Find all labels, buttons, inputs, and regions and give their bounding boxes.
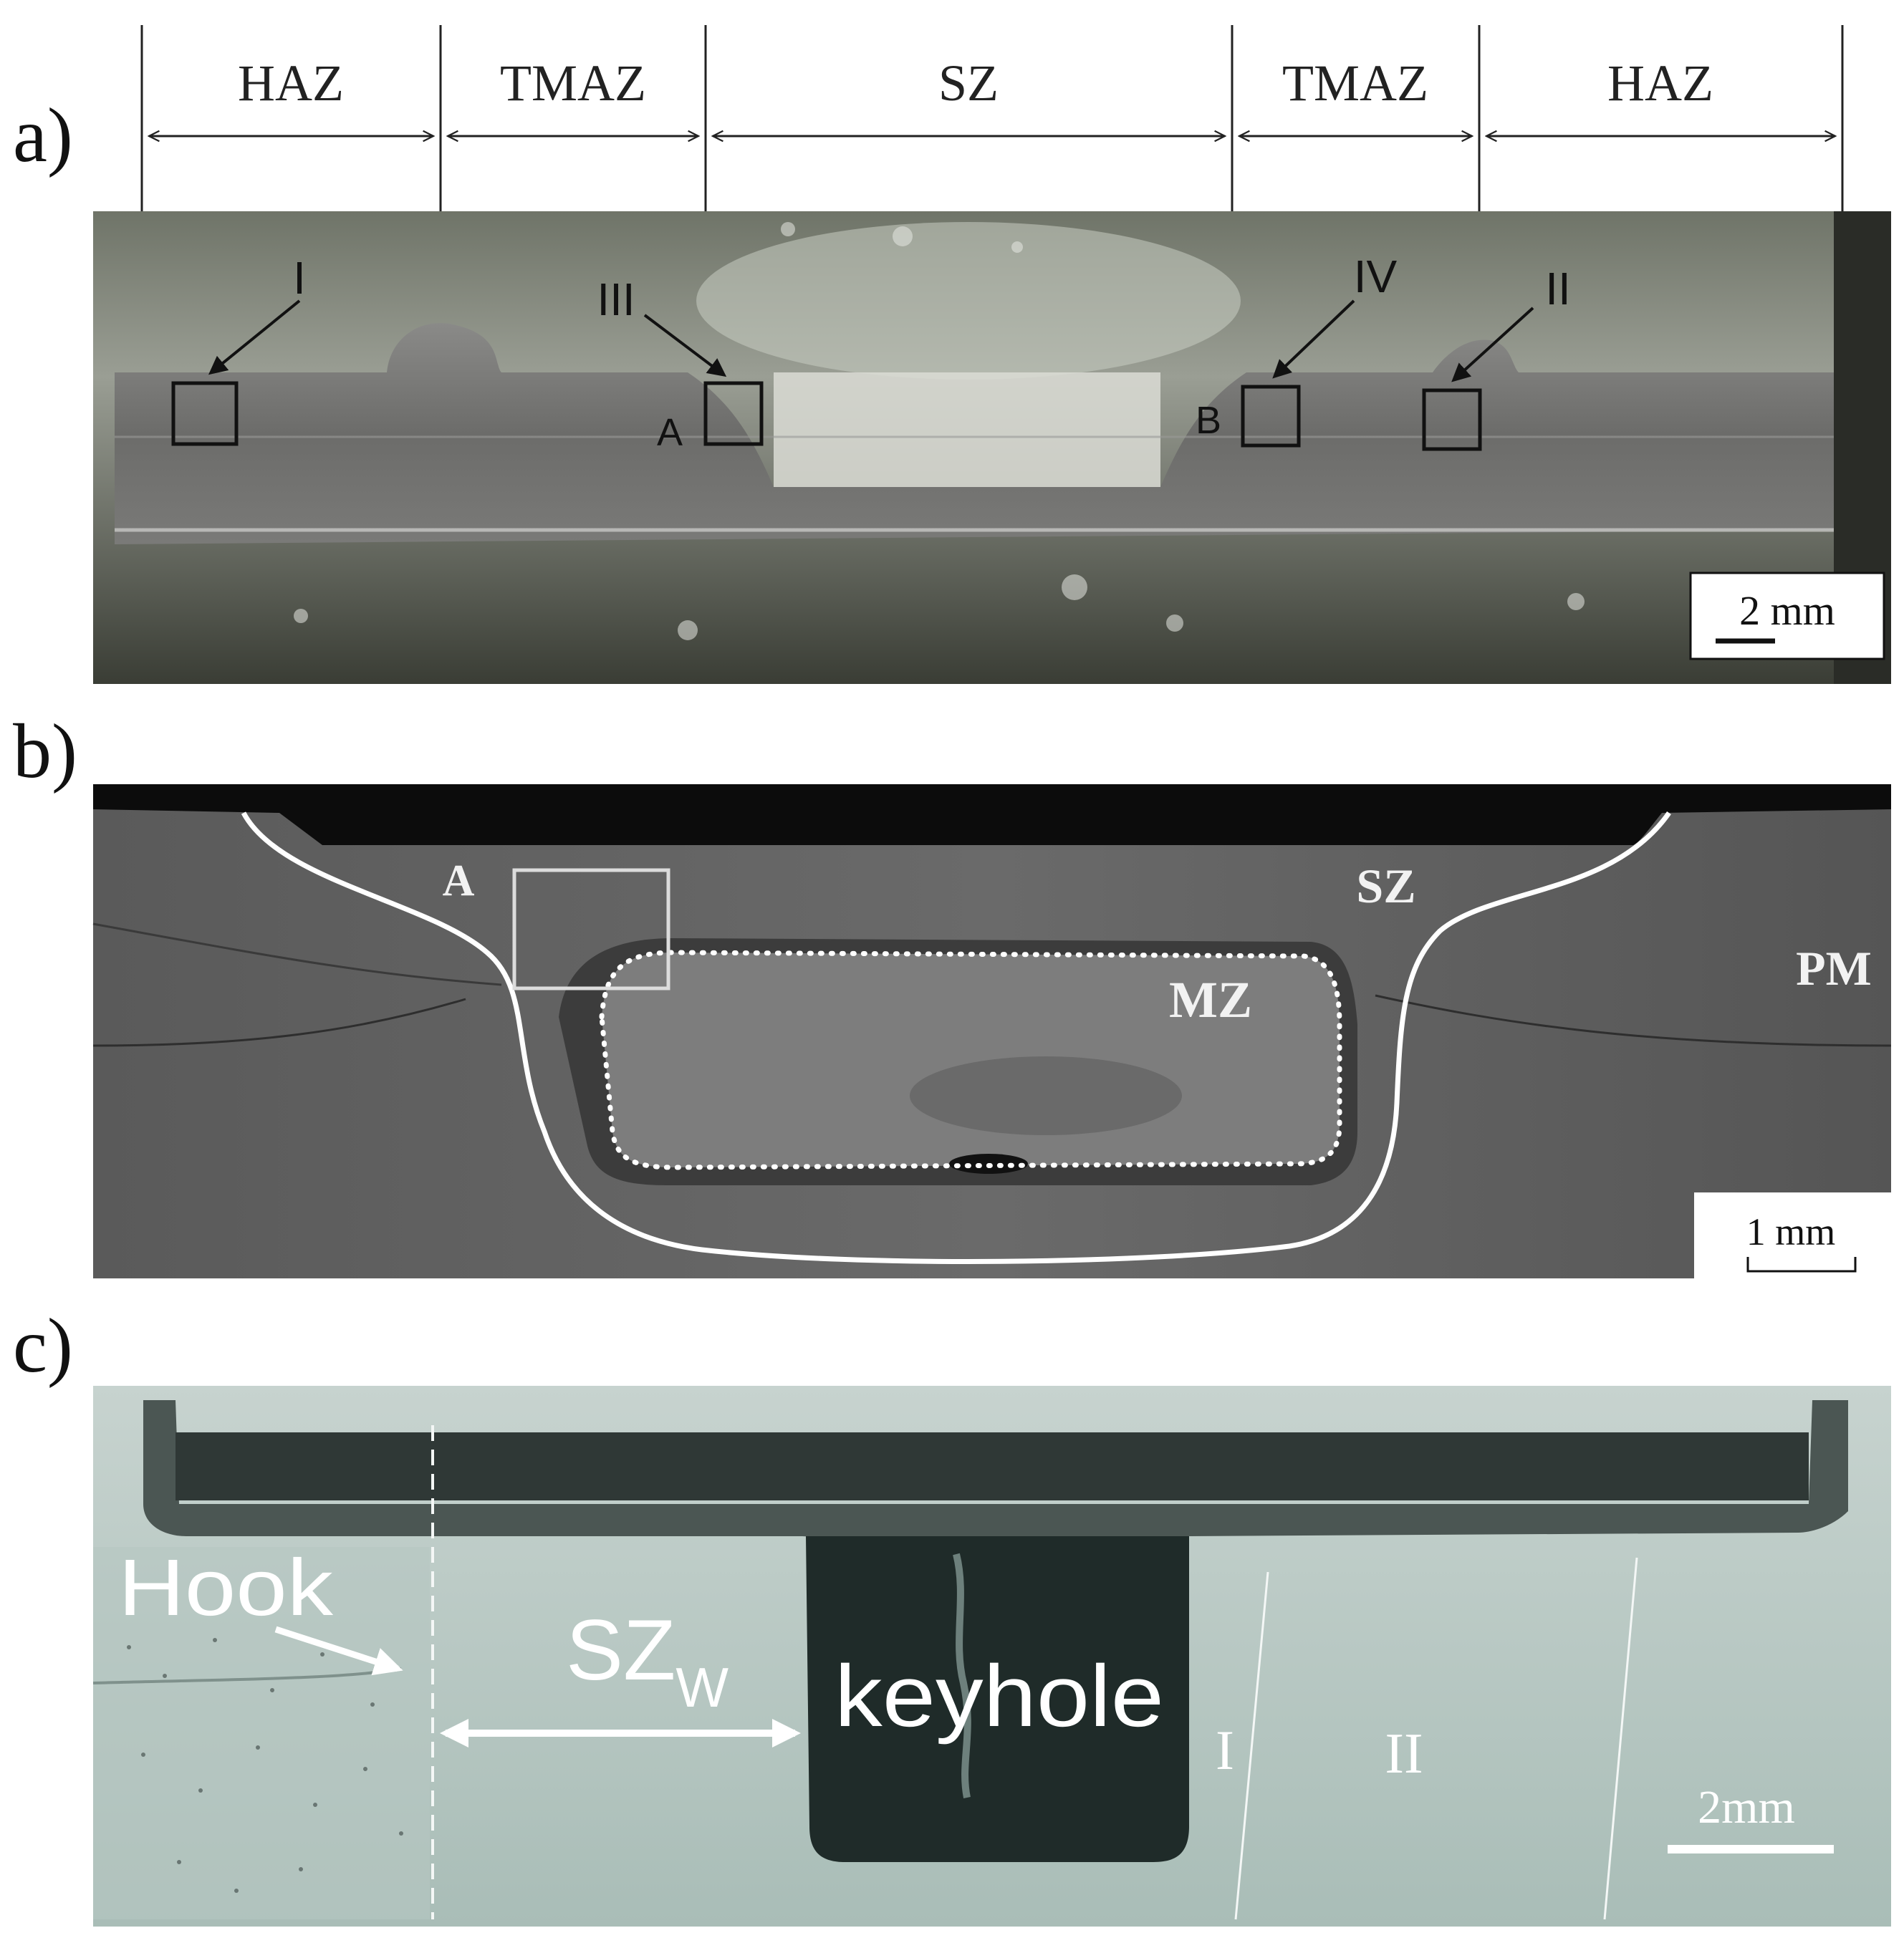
zone-label-haz-right: HAZ: [1607, 54, 1713, 112]
panel-b-scale-bar: 1 mm: [1694, 1192, 1891, 1278]
svg-text:2mm: 2mm: [1698, 1781, 1795, 1833]
panel-b-letter: b): [13, 709, 77, 794]
region-label-iii: III: [597, 274, 635, 325]
zone-label-haz-left: HAZ: [238, 54, 344, 112]
label-pm: PM: [1796, 941, 1872, 995]
region-boxes: [171, 381, 1482, 451]
region-a-box: [512, 868, 670, 990]
label-sz: SZ: [1356, 859, 1415, 913]
region-label-i: I: [293, 252, 306, 304]
zone-boundaries: [140, 25, 1844, 211]
label-a: A: [443, 857, 475, 905]
region-label-i-c: I: [1216, 1719, 1234, 1781]
hook-label: Hook: [118, 1543, 334, 1632]
zone-labels: HAZ TMAZ SZ TMAZ HAZ: [238, 54, 1713, 112]
panel-a-scale-bar: 2 mm: [1689, 572, 1885, 660]
panel-c-micrograph: Hook SZW keyhole I II 2mm: [92, 1386, 1891, 1927]
panel-c-scale-bar: 2mm: [1668, 1781, 1834, 1853]
point-label-b: B: [1196, 399, 1221, 442]
zone-label-tmaz-left: TMAZ: [500, 54, 646, 112]
keyhole-label: keyhole: [835, 1647, 1164, 1745]
keyhole-shape: [806, 1536, 1189, 1862]
panel-b: b) A SZ MZ PM: [13, 709, 1892, 1278]
label-mz: MZ: [1169, 971, 1252, 1028]
panel-a-letter: a): [13, 93, 73, 178]
panel-a-micrograph: I III IV II A B 2 mm: [93, 211, 1891, 684]
zone-label-tmaz-right: TMAZ: [1282, 54, 1428, 112]
panel-b-micrograph: A SZ MZ PM 1 mm: [92, 784, 1892, 1278]
panel-c-letter: c): [13, 1303, 73, 1389]
point-label-a: A: [657, 411, 683, 454]
svg-text:1 mm: 1 mm: [1746, 1210, 1836, 1253]
zone-label-sz: SZ: [938, 54, 999, 112]
panel-c: c) Hook: [13, 1303, 1891, 1927]
region-label-ii: II: [1545, 263, 1571, 314]
panel-a: a) HAZ TMAZ SZ TMAZ HAZ: [13, 25, 1891, 684]
region-label-ii-c: II: [1385, 1722, 1423, 1785]
svg-text:2 mm: 2 mm: [1739, 587, 1835, 634]
region-label-iv: IV: [1354, 251, 1398, 302]
szw-label: SZW: [566, 1602, 729, 1719]
